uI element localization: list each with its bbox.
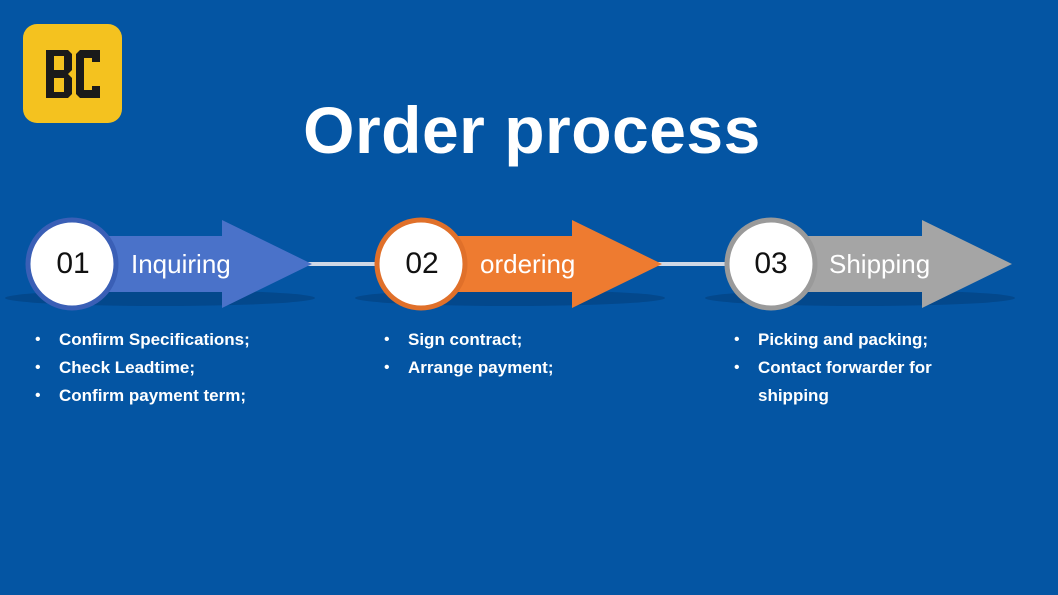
step-3-arrow — [770, 220, 1012, 308]
step-1-arrow — [70, 220, 312, 308]
step-3-bullets: Picking and packing; Contact forwarder f… — [734, 326, 944, 410]
step-2-bullets: Sign contract; Arrange payment; — [384, 326, 684, 382]
brand-logo — [23, 24, 122, 123]
bullet-item: Confirm Specifications; — [35, 326, 335, 354]
step-3-label: Shipping — [829, 249, 931, 279]
step-1-label: Inquiring — [131, 249, 231, 279]
page-title: Order process — [303, 93, 761, 167]
bullet-item: Arrange payment; — [384, 354, 684, 382]
step-2-label: ordering — [480, 249, 576, 279]
step-1-circle — [25, 217, 119, 311]
process-flow — [5, 217, 1015, 311]
bullet-item: Contact forwarder for shipping — [734, 354, 944, 410]
bc-logo-icon — [45, 49, 100, 98]
bullet-item: Check Leadtime; — [35, 354, 335, 382]
step-2-number: 02 — [405, 247, 439, 280]
bullet-item: Picking and packing; — [734, 326, 944, 354]
bullet-item: Sign contract; — [384, 326, 684, 354]
step-3-number: 03 — [754, 247, 788, 280]
step-2-circle — [374, 217, 468, 311]
bullet-item: Confirm payment term; — [35, 382, 335, 410]
step-3-circle — [724, 217, 818, 311]
step-1-bullets: Confirm Specifications; Check Leadtime; … — [35, 326, 335, 410]
step-2-arrow — [420, 220, 662, 308]
step-1-number: 01 — [56, 247, 90, 280]
